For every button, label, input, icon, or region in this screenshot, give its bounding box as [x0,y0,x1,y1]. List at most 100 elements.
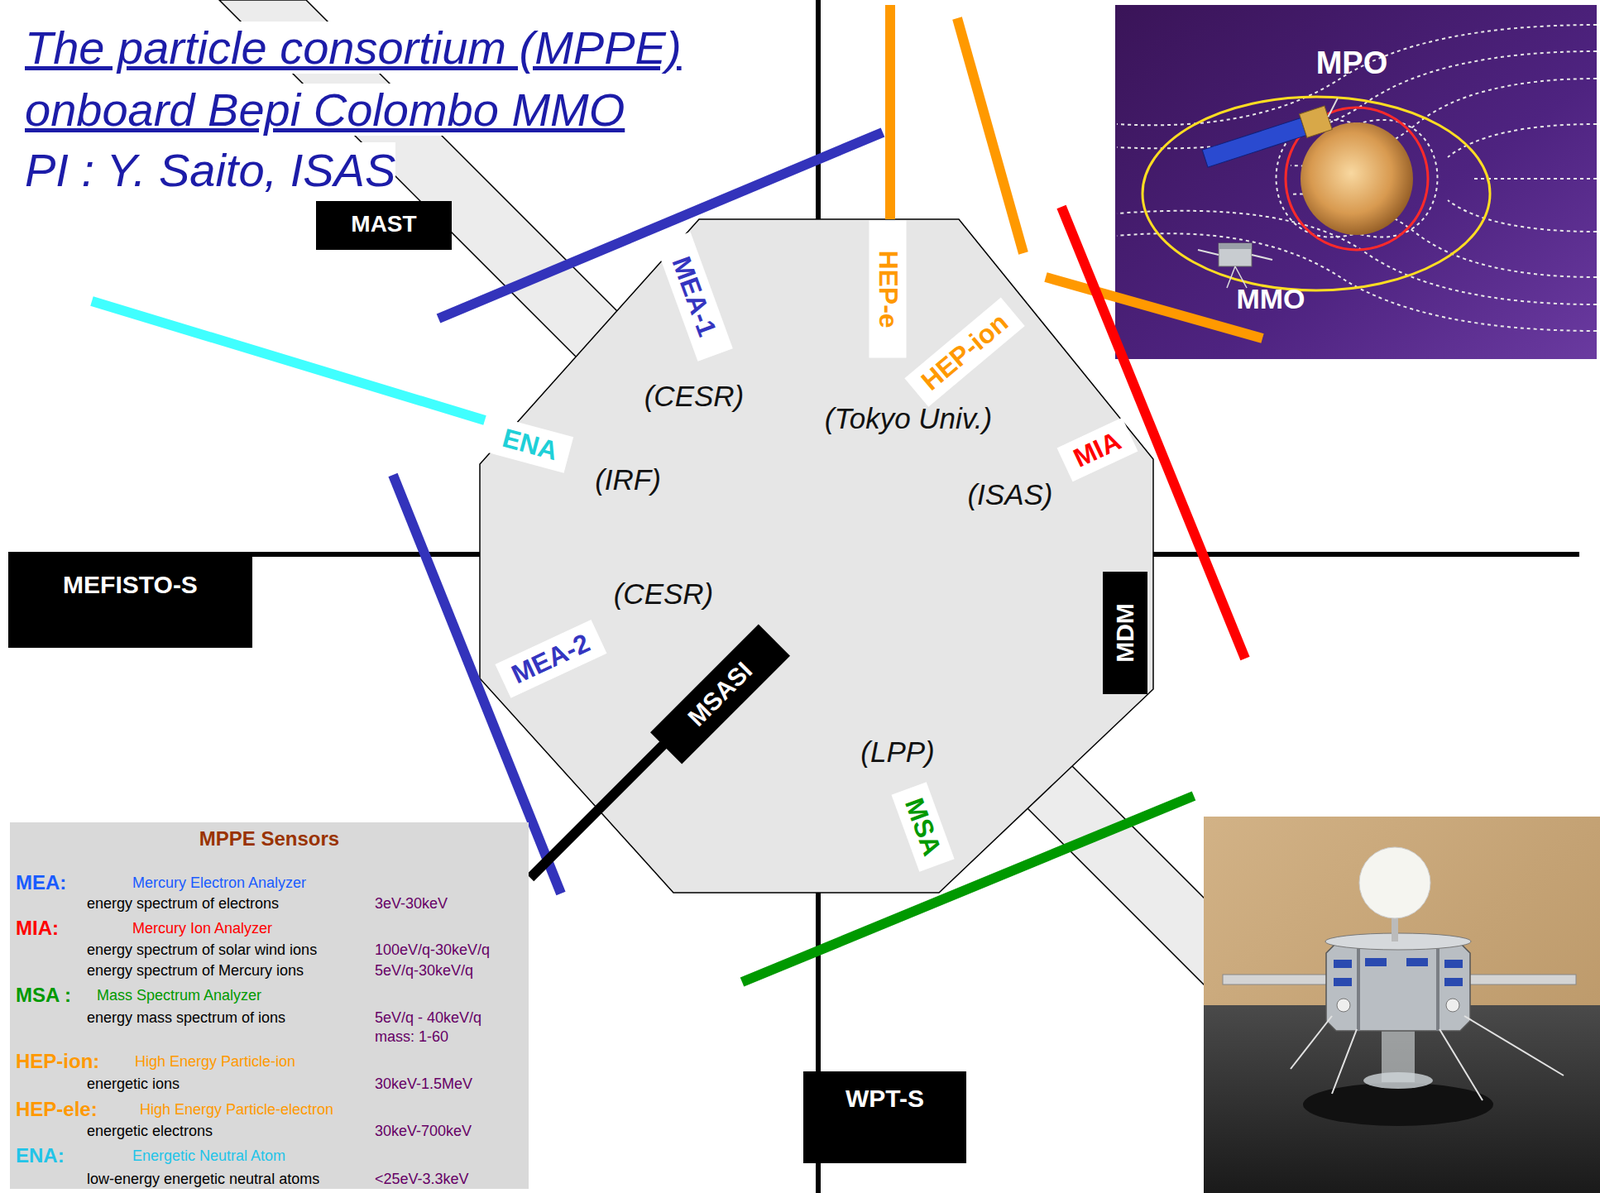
orbit-inset-part-part [1199,98,1347,170]
node-text: MAST [350,210,417,238]
model-photo-part [1359,847,1431,919]
node-text: MPPE Sensors [199,827,340,851]
institute-label: (LPP) [860,735,935,769]
model-photo-part [1436,943,1440,1031]
table-cell: <25eV-3.3keV [374,1170,470,1189]
node-text: WPT-S [845,1084,925,1113]
model-photo-part-part [1333,959,1352,968]
spacecraft-name: MPO [1316,45,1389,82]
instrument-box: MDM [1102,571,1148,695]
table-cell: HEP-ion: [15,1049,100,1074]
model-photo-part-part [1406,958,1428,967]
orbit-inset-part-part-part [1447,200,1597,232]
sensor-bars-part [91,301,485,421]
table-cell: 5eV/q-30keV/q [374,962,474,980]
model-photo-part [1203,1005,1600,1193]
model-photo-part [1336,998,1351,1012]
table-cell: ENA: [15,1144,65,1168]
orbit-inset-part-part-part [1202,118,1307,168]
model-photo [1203,816,1600,1193]
orbit-inset-part-part [1300,122,1414,235]
institute-label: (CESR) [644,379,745,413]
table-cell: MIA: [15,916,59,940]
model-photo-part-part [1444,977,1463,987]
model-photo-part [1222,974,1335,985]
instrument-box: MEFISTO-S [8,555,253,648]
title-text: The particle consortium (MPPE) onboard B… [24,21,682,136]
table-cell: energy spectrum of electrons [86,895,279,913]
institute-label: (ISAS) [967,478,1053,512]
table-cell: High Energy Particle-electron [139,1101,334,1119]
institute-label: (Tokyo Univ.) [824,402,992,436]
sensor-bars-part [957,18,1024,254]
model-photo-part-part [1444,959,1463,968]
orbit-inset-part [1116,24,1597,331]
model-photo-part [1326,943,1471,1031]
table-cell: Mass Spectrum Analyzer [96,986,262,1005]
model-photo-part-part [1333,977,1352,987]
institute-label: (IRF) [594,463,662,497]
spacecraft-name: MMO [1235,282,1305,316]
orbit-inset-part [1115,4,1597,360]
orbit-inset-part-part-part [1116,24,1597,125]
title-block: The particle consortium (MPPE) onboard B… [24,16,807,141]
spacecraft-octagon [479,219,1154,893]
orbit-inset-part-part-part [1472,177,1597,180]
orbit-inset-part-part-part [1218,243,1252,267]
table-cell: 30keV-1.5MeV [374,1075,473,1093]
table-cell: Energetic Neutral Atom [132,1147,286,1165]
table-cell: energetic electrons [86,1122,213,1141]
table-cell: energetic ions [86,1075,180,1093]
model-photo-part [1462,974,1577,985]
orbit-inset [1115,4,1597,360]
sensor-bars-part [438,132,883,319]
table-cell: mass: 1-60 [374,1028,449,1046]
table-cell: High Energy Particle-ion [134,1053,296,1071]
sensor-bars-part [885,4,896,220]
orbit-inset-part-part-part [1323,98,1343,118]
node-text: MDM [1111,603,1140,663]
table-cell: 5eV/q - 40keV/q [374,1009,482,1027]
orbit-inset-part-part [1197,243,1273,288]
table-cell: Mercury Ion Analyzer [132,919,273,938]
table-cell: HEP-ele: [15,1097,98,1121]
table-cell: 100eV/q-30keV/q [374,941,490,959]
orbit-inset-part-part-part [1218,243,1252,250]
sensor-bars-part [742,795,1194,983]
model-photo-part [1203,816,1600,1193]
orbit-inset-part-part-part [1299,105,1333,138]
orbit-inset-part-part-part [1226,266,1236,288]
table-cell: low-energy energetic neutral atoms [86,1170,320,1189]
instrument-box: MAST [316,201,452,250]
node-text: MEFISTO-S [62,570,198,599]
table-cell: MEA: [15,871,67,895]
orbit-inset-part-part [1116,24,1597,331]
model-photo-part [1363,1072,1433,1089]
sensor-label: HEP-e [869,220,907,358]
model-photo-part-part [1290,1015,1332,1069]
table-cell: energy spectrum of solar wind ions [86,941,317,959]
model-photo-part [1302,1082,1494,1126]
table-cell: MSA : [15,983,72,1007]
sensor-bars-part [1045,277,1263,339]
model-photo-part-part [1439,1029,1483,1101]
axis-lines [8,0,1580,1193]
table-cell: Mercury Electron Analyzer [132,874,307,892]
table-cell: 30keV-700keV [374,1122,472,1141]
orbit-inset-part-part-part [1251,254,1273,260]
table-cell: 3eV-30keV [374,895,448,913]
orbit-inset-part-part-part [1197,249,1219,255]
spacecraft-octagon-part [479,219,1154,893]
model-photo-part [1446,998,1460,1012]
model-photo-part-part [1464,1015,1564,1076]
instrument-box: WPT-S [803,1071,967,1164]
table-cell: energy spectrum of Mercury ions [86,962,304,980]
model-photo-part [1333,958,1463,987]
model-photo-part [1356,943,1361,1031]
institute-label: (CESR) [613,577,714,611]
model-photo-part-part [1365,958,1387,967]
model-photo-part [1290,1015,1564,1101]
orbit-inset-part-part [1142,96,1490,291]
pi-line: PI : Y. Saito, ISAS [24,142,396,198]
